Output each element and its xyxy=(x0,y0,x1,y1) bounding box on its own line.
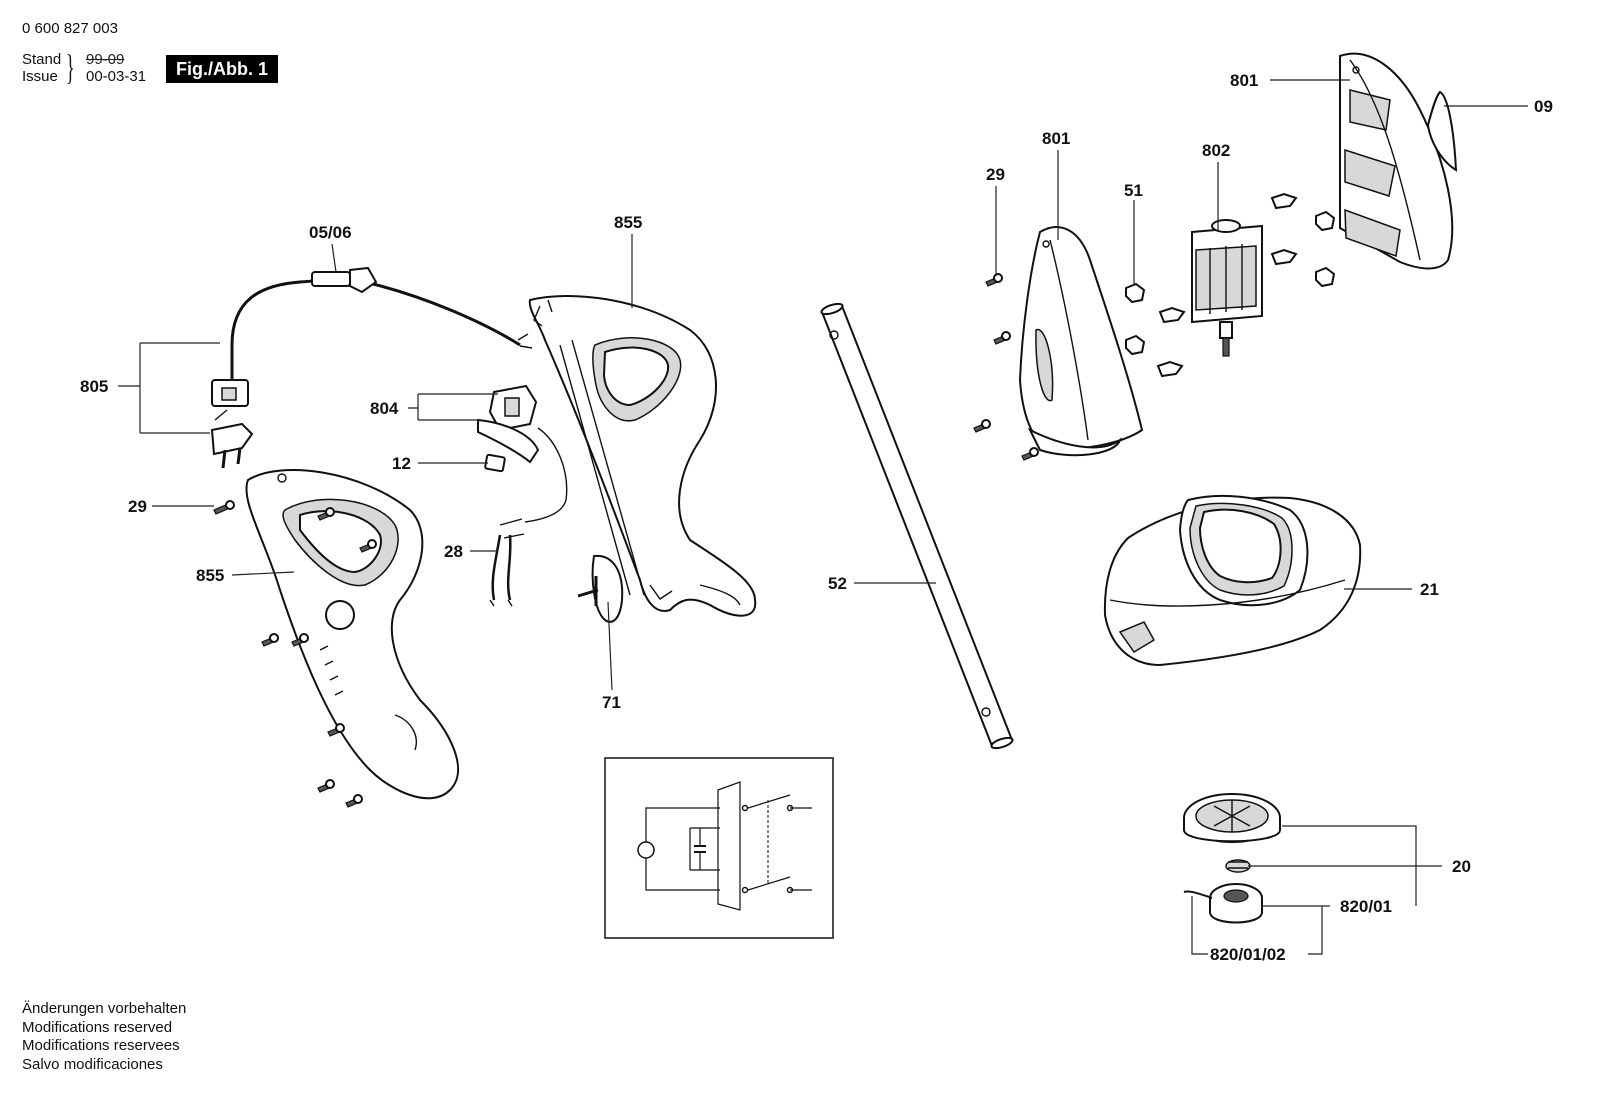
footer-line-english: Modifications reserved xyxy=(22,1018,173,1036)
screw-set-right xyxy=(973,273,1039,461)
callout-12: 12 xyxy=(392,454,411,473)
callout-52: 52 xyxy=(828,574,847,593)
switch-part xyxy=(477,384,568,523)
switch-button-part xyxy=(484,453,506,473)
callout-29-right: 29 xyxy=(986,165,1005,184)
callout-820-01-02: 820/01/02 xyxy=(1210,945,1286,964)
brush-holder-set-part xyxy=(1125,192,1336,378)
callout-804: 804 xyxy=(370,399,399,418)
tube-part xyxy=(820,302,1014,750)
right-handle-half-part xyxy=(528,294,757,617)
motor-housing-rear-part xyxy=(1339,52,1454,270)
wiring-schematic xyxy=(604,757,834,939)
callout-20: 20 xyxy=(1452,857,1471,876)
callout-28: 28 xyxy=(444,542,463,561)
label-plate-part xyxy=(1426,90,1458,172)
callout-71: 71 xyxy=(602,693,621,712)
callout-21: 21 xyxy=(1420,580,1439,599)
issue-date: 00-03-31 xyxy=(86,68,147,85)
callout-855-center: 855 xyxy=(614,213,642,232)
stand-date-struck: 99-09 xyxy=(86,51,125,68)
brace-glyph: } xyxy=(66,47,75,87)
footer-line-german: Änderungen vorbehalten xyxy=(22,1000,187,1017)
issue-label: Issue xyxy=(22,68,58,85)
drawing-part-number: 0 600 827 003 xyxy=(22,20,118,37)
footer-notes: Änderungen vorbehalten Modifications res… xyxy=(22,1000,186,1074)
callout-802: 802 xyxy=(1202,141,1230,160)
callout-05-06: 05/06 xyxy=(309,223,352,242)
callout-labels: 05/06 805 29 855 804 12 28 855 71 52 29 … xyxy=(80,71,1553,964)
cable-clamp-part xyxy=(577,554,624,623)
callout-29-left: 29 xyxy=(128,497,147,516)
footer-line-french: Modifications reservees xyxy=(22,1037,180,1054)
callout-801-top: 801 xyxy=(1230,71,1258,90)
figure-label: Fig./Abb. 1 xyxy=(166,55,278,83)
guard-part xyxy=(1103,494,1362,667)
callout-820-01: 820/01 xyxy=(1340,897,1392,916)
footer-line-spanish: Salvo modificaciones xyxy=(22,1055,163,1073)
motor-housing-front-part xyxy=(1018,226,1144,457)
spool-cap-part xyxy=(1183,793,1281,843)
spring-part xyxy=(1225,859,1251,873)
plug-part xyxy=(210,379,254,469)
leader-lines xyxy=(118,79,1528,955)
callout-855-left: 855 xyxy=(196,566,224,585)
left-handle-half-part xyxy=(245,469,460,800)
motor-part xyxy=(1191,219,1263,357)
callout-09: 09 xyxy=(1534,97,1553,116)
screw-set-left xyxy=(213,500,377,808)
callout-801-center: 801 xyxy=(1042,129,1070,148)
power-cord-part xyxy=(230,266,533,380)
stand-label: Stand xyxy=(22,51,62,68)
spool-part xyxy=(1183,883,1263,924)
callout-51: 51 xyxy=(1124,181,1143,200)
callout-805: 805 xyxy=(80,377,108,396)
wire-set-part xyxy=(489,518,525,607)
